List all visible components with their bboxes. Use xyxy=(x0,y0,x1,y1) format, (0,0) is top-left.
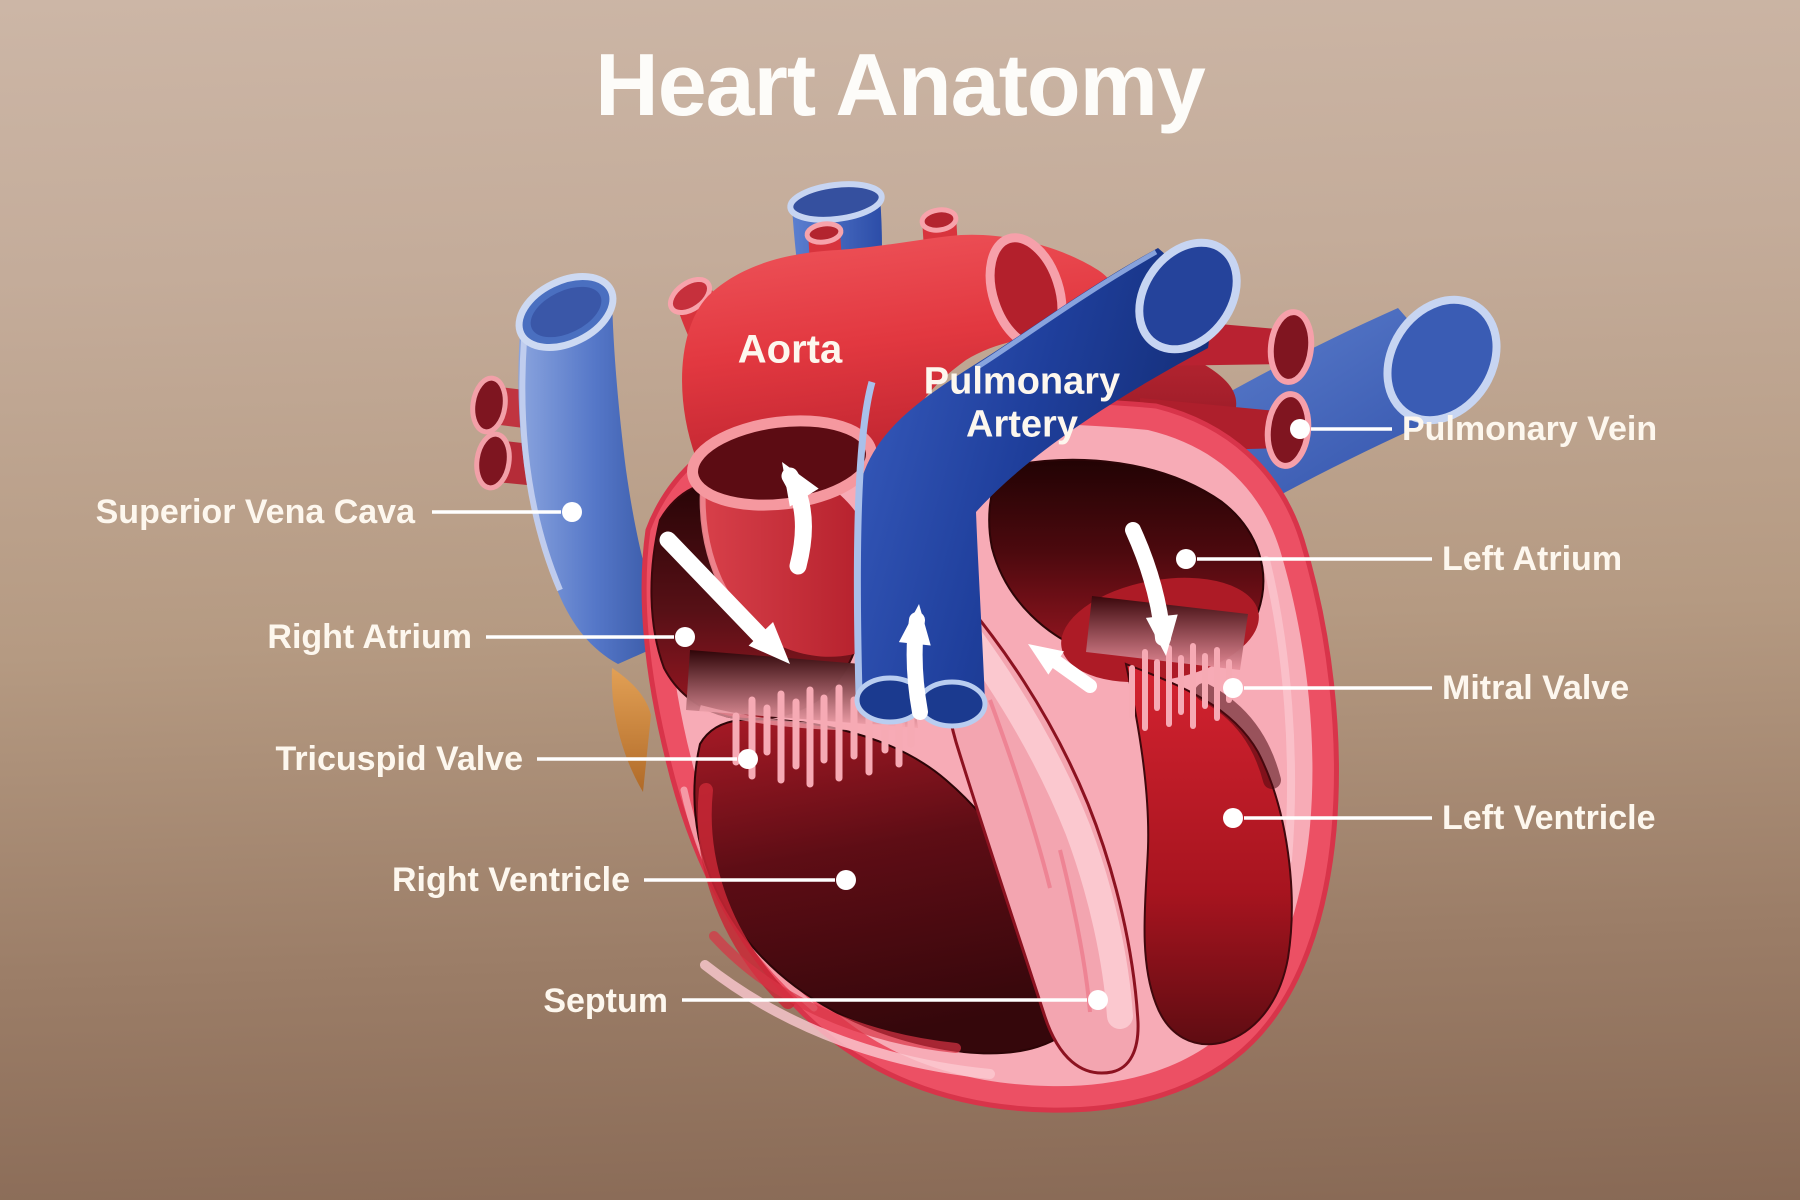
label-left-atrium: Left Atrium xyxy=(1442,540,1623,578)
leader-dot xyxy=(1290,419,1310,439)
leader-right-ventricle xyxy=(644,870,856,890)
label-pulmonary-vein: Pulmonary Vein xyxy=(1402,410,1658,448)
aorta-flow-arrow xyxy=(781,462,819,575)
leader-tricuspid-valve xyxy=(537,749,758,769)
leader-dot xyxy=(738,749,758,769)
label-mitral-valve: Mitral Valve xyxy=(1442,669,1630,707)
superior-vena-cava-vessel xyxy=(515,273,672,664)
label-superior-vena-cava: Superior Vena Cava xyxy=(95,493,415,531)
left-ventricle-flow-arrow xyxy=(1028,644,1097,693)
leader-left-ventricle xyxy=(1223,808,1432,828)
leader-superior-vena-cava xyxy=(432,502,582,522)
leader-left-atrium xyxy=(1176,549,1432,569)
leader-lines xyxy=(432,419,1432,1010)
inferior-vena-cava-stub xyxy=(611,668,651,792)
blood-flow-arrows xyxy=(659,462,1178,720)
leader-dot xyxy=(1176,549,1196,569)
leader-pulmonary-vein xyxy=(1290,419,1392,439)
label-aorta: Aorta xyxy=(737,327,843,372)
label-tricuspid-valve: Tricuspid Valve xyxy=(275,740,523,778)
right-ventricle-bottom-highlight xyxy=(709,931,961,1053)
label-septum: Septum xyxy=(543,982,668,1020)
left-atrium-flow-arrow xyxy=(1125,522,1178,656)
leader-septum xyxy=(682,990,1108,1010)
label-pulmonary-artery: Pulmonary Artery xyxy=(923,360,1121,445)
label-right-atrium: Right Atrium xyxy=(267,618,472,656)
label-left-ventricle: Left Ventricle xyxy=(1442,799,1656,837)
leader-dot xyxy=(1088,990,1108,1010)
leader-dot xyxy=(675,627,695,647)
leader-right-atrium xyxy=(486,627,695,647)
pulmonary-artery-flow-arrow xyxy=(898,604,931,720)
pulmonary-artery-trunk xyxy=(853,238,1241,729)
label-right-ventricle: Right Ventricle xyxy=(391,861,630,899)
leader-mitral-valve xyxy=(1223,678,1432,698)
leader-dot xyxy=(836,870,856,890)
leader-dot xyxy=(1223,808,1243,828)
septum-wall xyxy=(940,578,1140,1075)
leader-dot xyxy=(1223,678,1243,698)
page-title: Heart Anatomy xyxy=(595,35,1206,134)
right-atrium-flow-arrow xyxy=(659,531,790,664)
leader-dot xyxy=(562,502,582,522)
